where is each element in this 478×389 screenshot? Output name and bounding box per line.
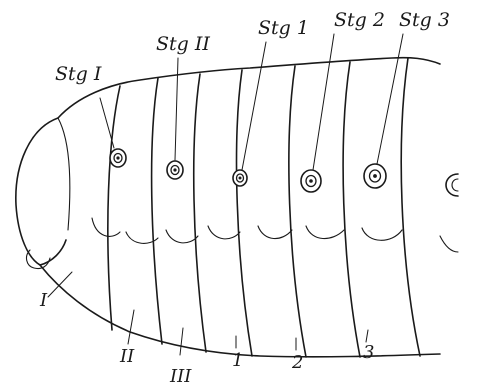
leader-line	[180, 328, 183, 355]
leader-line	[377, 34, 403, 164]
label-stg-i: Stg I	[55, 63, 102, 85]
segment-boundary	[343, 62, 360, 357]
label-stg-ii: Stg II	[156, 33, 210, 55]
lateral-lobe	[208, 226, 240, 239]
spiracle-icon-partial	[446, 174, 458, 196]
lateral-lobe	[306, 226, 344, 239]
label-segment-iii: III	[169, 366, 192, 387]
leader-line	[128, 310, 134, 344]
segment-boundary	[401, 58, 420, 356]
leader-line	[313, 34, 334, 170]
body-outline	[16, 58, 440, 357]
mouthparts	[27, 250, 50, 269]
spiracle-leaders	[100, 34, 403, 170]
head-inner-fold	[58, 118, 70, 230]
label-stg-3: Stg 3	[399, 9, 450, 31]
leader-line	[366, 330, 368, 342]
lateral-lobe	[440, 236, 458, 252]
lateral-lobe	[258, 226, 292, 239]
label-segment-i: I	[39, 290, 48, 311]
leader-line	[100, 98, 114, 148]
spiracles	[110, 149, 458, 196]
segment-boundary	[194, 74, 206, 352]
segment-boundary	[289, 66, 306, 357]
spiracle-icon	[110, 149, 126, 167]
label-stg-2: Stg 2	[334, 9, 385, 31]
segment-boundary	[152, 78, 162, 344]
segment-leaders	[48, 272, 368, 355]
segment-labels: I II III 1 2 3	[39, 290, 374, 387]
spiracle-icon	[233, 170, 247, 186]
lateral-lobe	[166, 230, 198, 243]
segment-boundaries	[108, 58, 420, 357]
spiracle-labels: Stg I Stg II Stg 1 Stg 2 Stg 3	[55, 9, 450, 85]
head-capsule	[16, 118, 66, 265]
label-segment-2: 2	[291, 352, 303, 373]
leader-line	[242, 42, 266, 170]
label-segment-1: 1	[232, 350, 243, 371]
label-stg-1: Stg 1	[258, 17, 309, 39]
lateral-lobe	[92, 218, 120, 236]
leader-line	[175, 58, 178, 160]
spiracle-icon	[364, 164, 386, 188]
ventral-contour	[40, 265, 440, 357]
segment-boundary	[237, 70, 252, 356]
label-segment-ii: II	[119, 346, 135, 367]
label-segment-3: 3	[363, 342, 374, 363]
spiracle-icon	[301, 170, 321, 192]
lateral-lobe	[362, 228, 402, 240]
leader-line	[48, 272, 72, 297]
segment-boundary	[108, 86, 120, 330]
spiracle-icon	[167, 161, 183, 179]
